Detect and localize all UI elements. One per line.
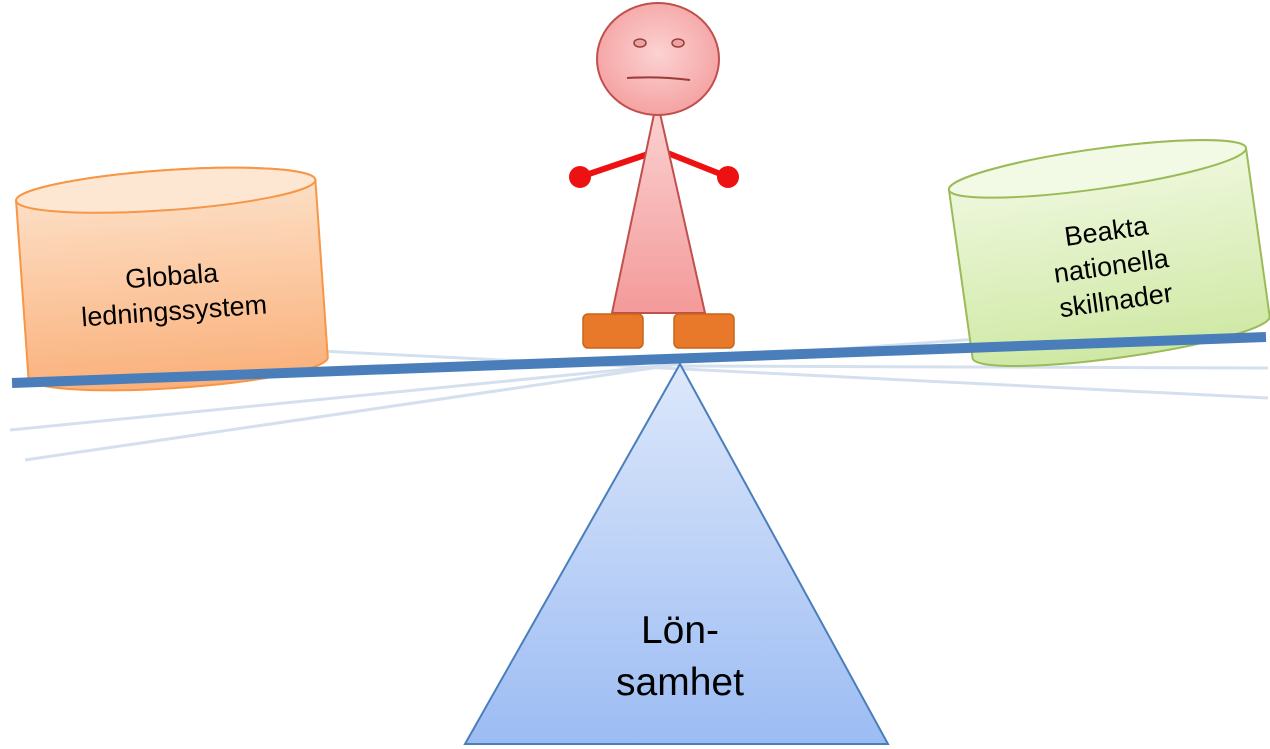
- fulcrum-label-line-2: samhet: [616, 661, 744, 704]
- person-body: [610, 99, 707, 314]
- left-foot: [582, 313, 644, 349]
- right-weight-drum: Beakta nationella skillnader: [947, 139, 1270, 367]
- ghost-beam-2: [24, 362, 681, 462]
- left-weight-drum: Globala ledningssystem: [15, 166, 329, 392]
- person-head: [596, 2, 720, 116]
- right-arm: [657, 147, 731, 180]
- right-foot: [673, 313, 735, 349]
- right-drum-top: [947, 139, 1248, 199]
- left-eye: [633, 38, 647, 48]
- left-weight-label-line-1: Globala: [124, 258, 220, 294]
- fulcrum-triangle: [463, 361, 890, 745]
- fulcrum: Lön- samhet: [463, 361, 890, 745]
- frown-mouth: [626, 76, 691, 81]
- right-hand: [717, 166, 739, 188]
- person-balancing-icon: [569, 2, 739, 349]
- right-eye: [671, 38, 685, 48]
- ghost-beam-1: [9, 362, 681, 432]
- balance-beam: [11, 332, 1267, 388]
- ghost-beam-3: [299, 348, 1269, 400]
- left-drum-top: [15, 166, 317, 214]
- ghost-beam-4: [679, 364, 1269, 370]
- left-hand: [569, 166, 591, 188]
- fulcrum-label-line-1: Lön-: [641, 609, 719, 652]
